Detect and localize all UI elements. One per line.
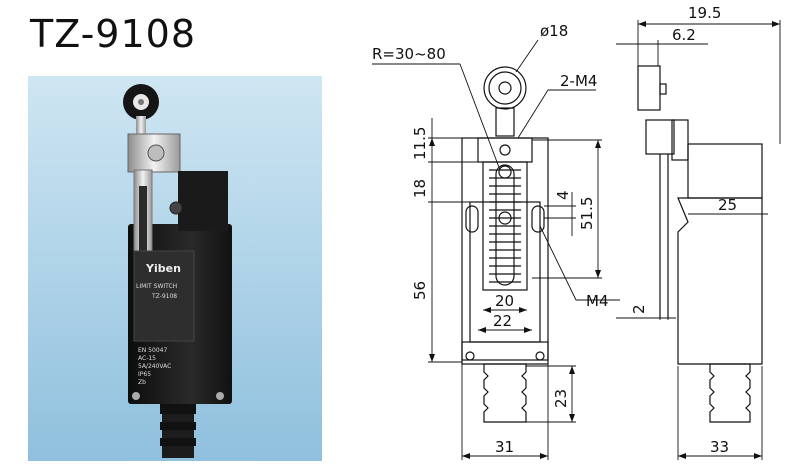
dim-56: 56 bbox=[411, 281, 429, 300]
product-title: TZ-9108 bbox=[30, 12, 196, 56]
dim-2: 2 bbox=[630, 304, 648, 314]
photo-label: LIMIT SWITCH bbox=[136, 283, 177, 290]
label-roller-diameter: ø18 bbox=[540, 22, 568, 40]
label-screw: 2-M4 bbox=[560, 72, 597, 90]
dim-19-5: 19.5 bbox=[688, 4, 721, 22]
photo-mount-screw-icon bbox=[132, 392, 140, 400]
dim-23: 23 bbox=[552, 389, 570, 408]
photo-roller bbox=[123, 84, 159, 136]
dim-18: 18 bbox=[411, 179, 429, 198]
photo-mount-screw-icon bbox=[216, 392, 224, 400]
photo-clamp-screw-icon bbox=[147, 144, 165, 162]
label-mount: M4 bbox=[586, 292, 609, 310]
photo-spec-3: IP65 bbox=[138, 371, 151, 378]
photo-switch-head bbox=[178, 171, 228, 231]
dim-51-5: 51.5 bbox=[578, 197, 596, 230]
photo-spec-2: 5A/240VAC bbox=[138, 363, 171, 370]
dim-22: 22 bbox=[493, 312, 512, 330]
photo-cable-gland bbox=[160, 404, 196, 458]
dim-31: 31 bbox=[495, 438, 514, 456]
dim-25: 25 bbox=[718, 196, 737, 214]
dim-33: 33 bbox=[710, 438, 729, 456]
photo-spec-0: EN 50047 bbox=[138, 347, 167, 354]
side-view bbox=[637, 65, 763, 423]
photo-spec-4: Zb bbox=[138, 379, 146, 386]
front-view bbox=[461, 66, 549, 423]
dim-6-2: 6.2 bbox=[672, 26, 696, 44]
photo-model: TZ-9108 bbox=[151, 293, 177, 300]
dim-4: 4 bbox=[554, 190, 572, 200]
product-photo: Yiben LIMIT SWITCH TZ-9108 EN 50047 AC-1… bbox=[28, 76, 322, 461]
photo-brand: Yiben bbox=[145, 262, 181, 275]
dim-20: 20 bbox=[495, 292, 514, 310]
label-radius: R=30~80 bbox=[372, 45, 446, 63]
side-dimensions bbox=[616, 20, 781, 460]
photo-spec-1: AC-15 bbox=[138, 355, 156, 362]
dim-11-5: 11.5 bbox=[411, 127, 429, 160]
dimension-arrowheads bbox=[429, 21, 780, 459]
front-dimensions bbox=[372, 39, 620, 460]
